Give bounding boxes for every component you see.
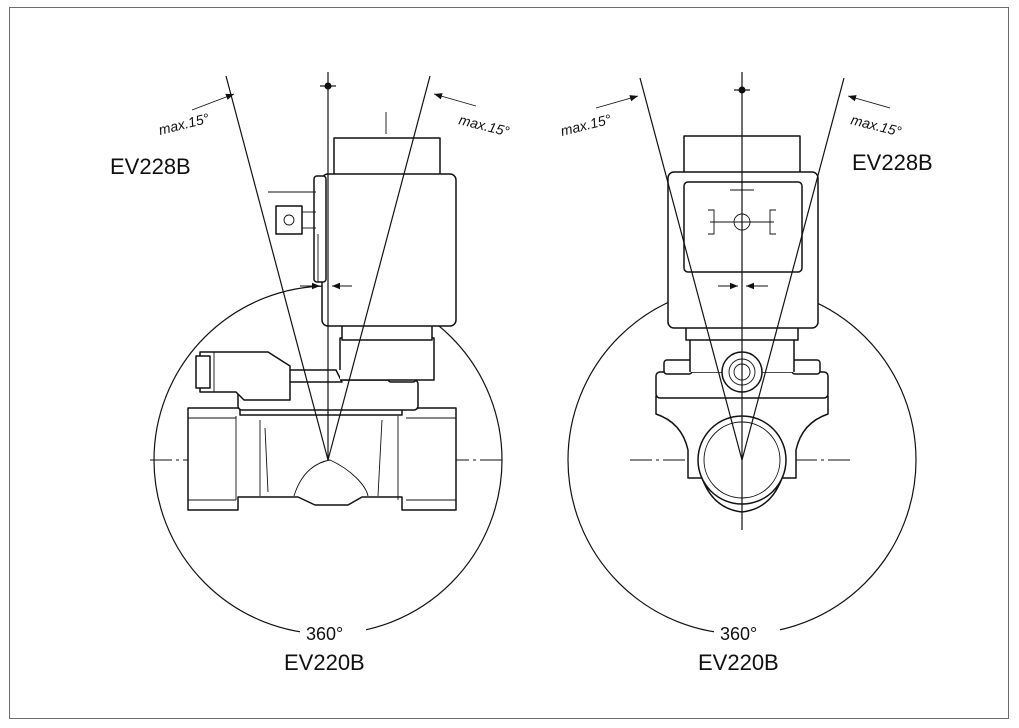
left-coil-housing — [321, 173, 457, 327]
left-top-label: EV228B — [110, 154, 191, 179]
right-angle-label-left: max.15° — [559, 111, 613, 139]
drawing-frame — [9, 7, 1009, 719]
left-rotation-label: 360° — [306, 624, 343, 644]
left-valve-body — [187, 407, 457, 511]
right-angle-label-right: max.15° — [849, 111, 903, 139]
right-rotation-label: 360° — [720, 624, 757, 644]
right-valve-view: max.15° max.15° EV228B 360° EV220B — [559, 72, 933, 675]
right-top-label: EV228B — [852, 150, 933, 175]
left-bottom-label: EV220B — [284, 650, 365, 675]
left-coil — [333, 137, 441, 179]
left-valve-view: max.15° max.15° EV228B 360° EV220B — [110, 72, 512, 675]
left-angle-label-left: max.15° — [157, 110, 211, 138]
left-angle-label-right: max.15° — [457, 111, 511, 139]
right-bottom-label: EV220B — [698, 650, 779, 675]
